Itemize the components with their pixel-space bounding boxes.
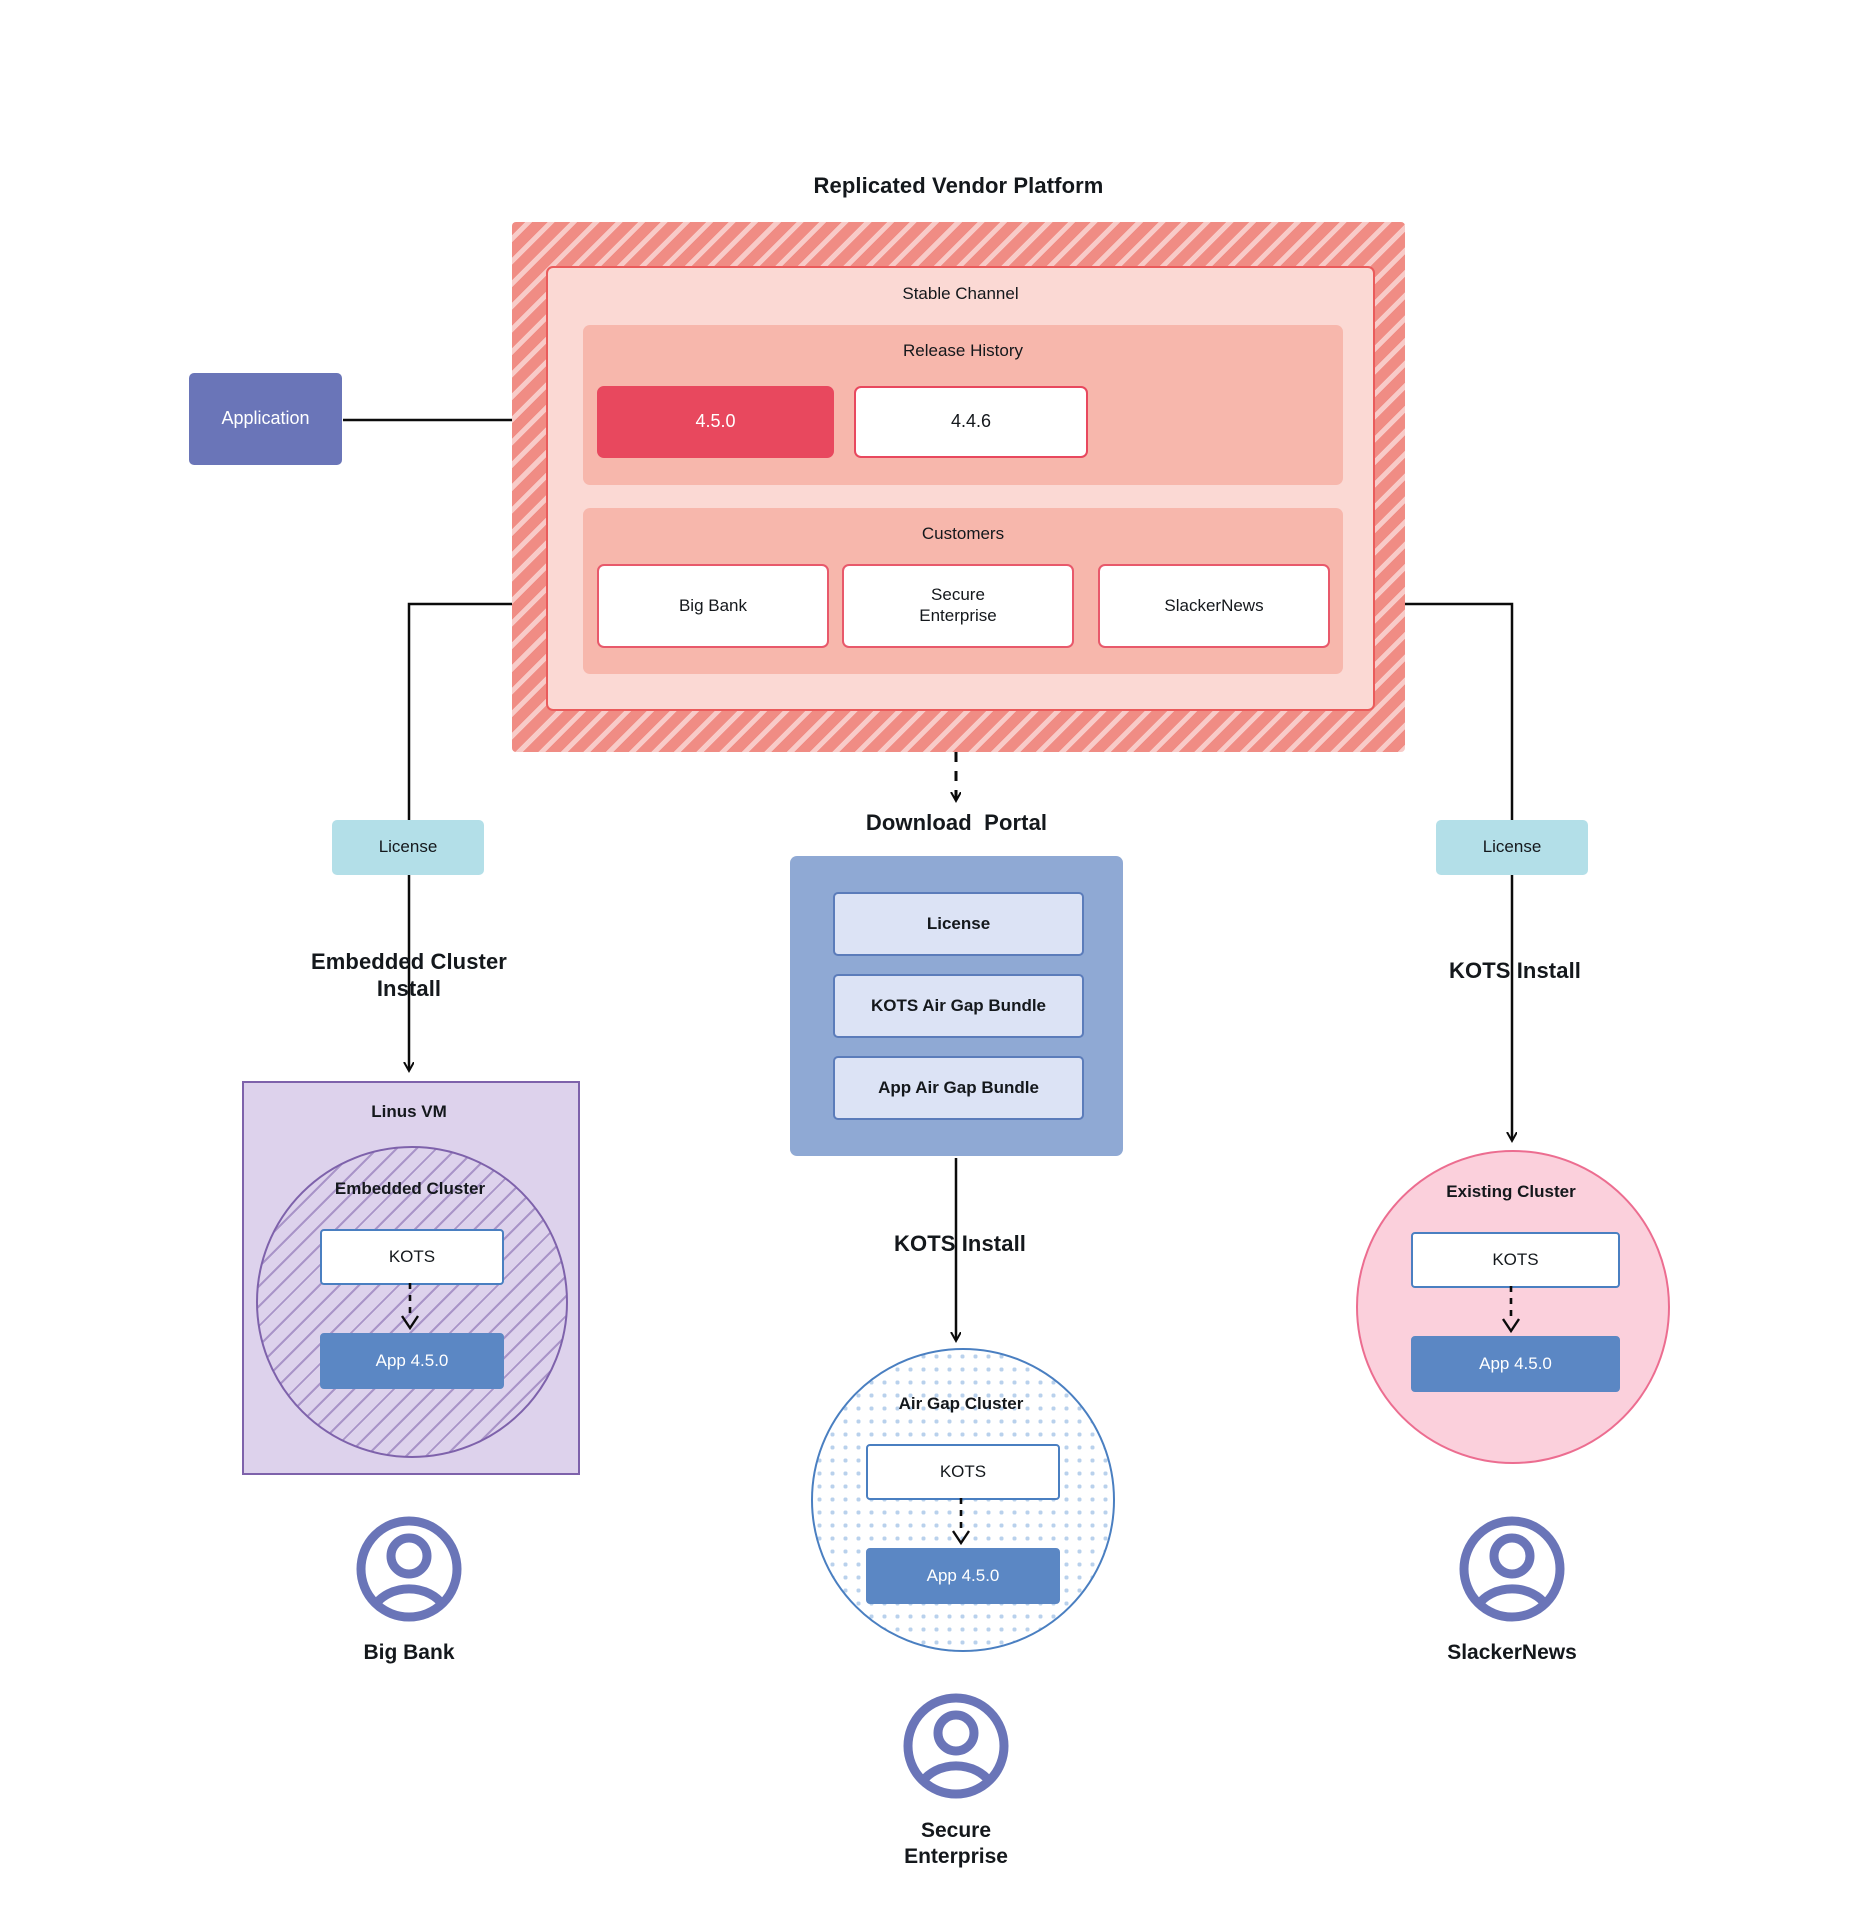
release-item-current[interactable]: 4.5.0 (597, 386, 834, 458)
existing-kots-to-app-arrow (1502, 1286, 1520, 1334)
release-history-title: Release History (903, 341, 1023, 360)
release-item-previous[interactable]: 4.4.6 (854, 386, 1088, 458)
install-path-label-right: KOTS Install (1449, 957, 1581, 983)
existing-cluster-label: Existing Cluster (1446, 1181, 1576, 1201)
license-chip-right[interactable]: License (1436, 820, 1588, 875)
page-title: Replicated Vendor Platform (813, 172, 1104, 198)
embedded-kots-to-app-arrow (401, 1283, 419, 1331)
user-avatar-icon (356, 1516, 462, 1622)
embedded-cluster-circle (256, 1146, 568, 1458)
license-chip-left[interactable]: License (332, 820, 484, 875)
portal-item-kots-air-gap-bundle[interactable]: KOTS Air Gap Bundle (833, 974, 1084, 1038)
airgap-kots-box[interactable]: KOTS (866, 1444, 1060, 1500)
customer-item-slackernews[interactable]: SlackerNews (1098, 564, 1330, 648)
application-node[interactable]: Application (189, 373, 342, 465)
install-path-label-center: KOTS Install (894, 1230, 1026, 1256)
persona-label-slackernews: SlackerNews (1447, 1640, 1577, 1664)
embedded-cluster-label: Embedded Cluster (334, 1178, 486, 1198)
download-portal-container: License KOTS Air Gap Bundle App Air Gap … (790, 856, 1123, 1156)
portal-item-app-air-gap-bundle[interactable]: App Air Gap Bundle (833, 1056, 1084, 1120)
embedded-kots-box[interactable]: KOTS (320, 1229, 504, 1285)
user-avatar-icon (1459, 1516, 1565, 1622)
existing-kots-box[interactable]: KOTS (1411, 1232, 1620, 1288)
download-portal-title: Download Portal (865, 809, 1048, 835)
customers-title: Customers (921, 524, 1005, 543)
stable-channel-title: Stable Channel (902, 284, 1019, 303)
customer-item-big-bank[interactable]: Big Bank (597, 564, 829, 648)
embedded-app-box[interactable]: App 4.5.0 (320, 1333, 504, 1389)
customer-item-secure-enterprise[interactable]: Secure Enterprise (842, 564, 1074, 648)
existing-app-box[interactable]: App 4.5.0 (1411, 1336, 1620, 1392)
install-path-label-left: Embedded Cluster Install (311, 949, 507, 1001)
persona-label-big-bank: Big Bank (363, 1640, 455, 1664)
portal-item-license[interactable]: License (833, 892, 1084, 956)
airgap-app-box[interactable]: App 4.5.0 (866, 1548, 1060, 1604)
airgap-kots-to-app-arrow (952, 1498, 970, 1546)
air-gap-cluster-label: Air Gap Cluster (898, 1393, 1024, 1413)
user-avatar-icon (903, 1693, 1009, 1799)
persona-label-secure-enterprise: Secure Enterprise (904, 1818, 1008, 1868)
existing-cluster-circle (1356, 1150, 1670, 1464)
linux-vm-label: Linus VM (371, 1101, 447, 1121)
